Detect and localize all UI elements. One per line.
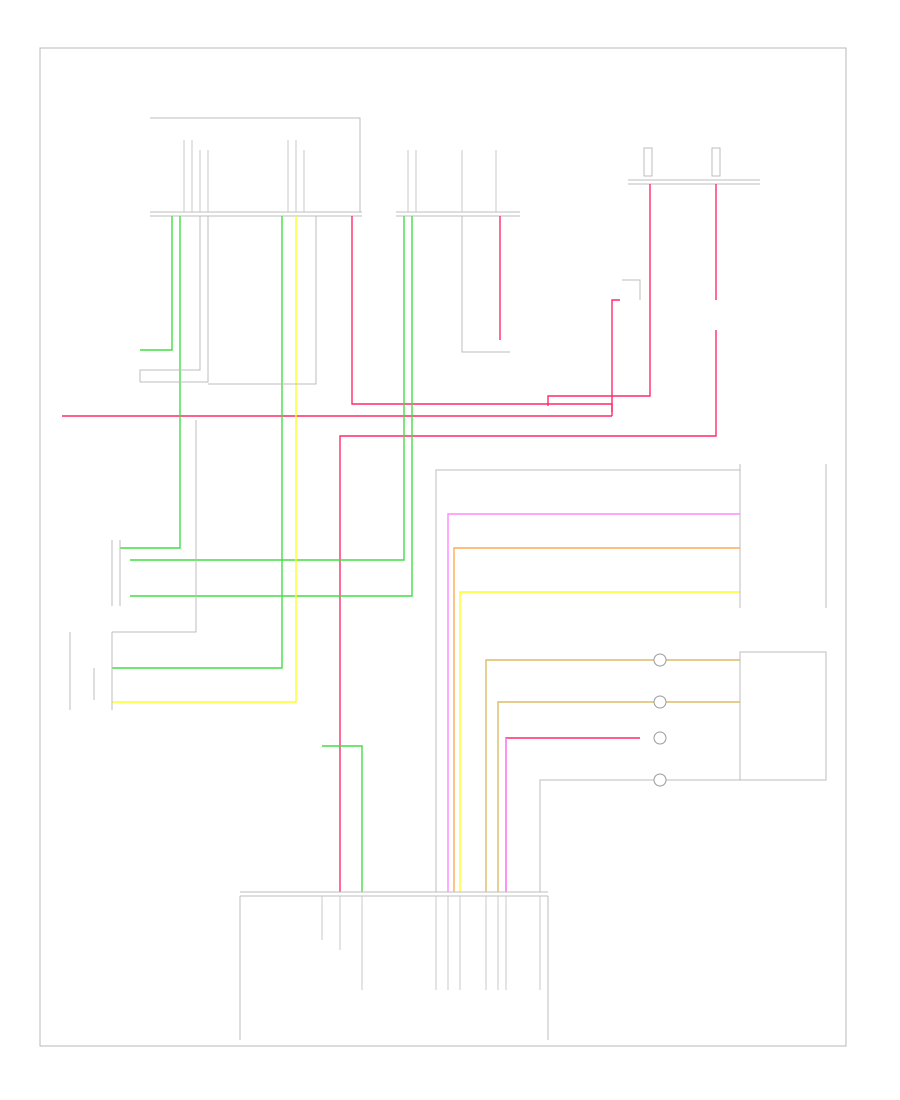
green-wires <box>112 216 413 892</box>
right-switch-upper <box>739 464 827 608</box>
top-mid-connector <box>396 211 520 217</box>
lamp-icons <box>653 653 667 787</box>
fuse-block <box>628 147 760 185</box>
colored-wires <box>447 513 740 892</box>
diagram-frame <box>39 47 847 1047</box>
left-switch <box>111 540 121 606</box>
grey-wires <box>69 216 740 892</box>
bottom-pins <box>321 896 541 990</box>
red-wires <box>62 184 717 892</box>
top-mid-pins <box>407 150 497 212</box>
right-switch-lower <box>739 651 827 781</box>
yellow-wires <box>112 216 740 892</box>
top-left-pins <box>183 140 305 212</box>
top-left-connector <box>150 117 362 217</box>
bottom-connector <box>239 891 549 1040</box>
